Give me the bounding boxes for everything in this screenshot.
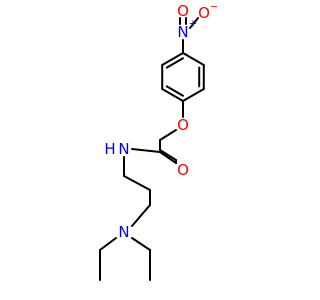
ethyl-left-bond-1 bbox=[99, 237, 117, 251]
carbonyl-oxygen-label: O bbox=[177, 161, 189, 179]
nitro-oxygen-top-label: O bbox=[177, 2, 189, 20]
ring-bond bbox=[182, 88, 205, 102]
chain-to-amine-bond bbox=[131, 204, 151, 227]
carbonyl-to-amide-bond bbox=[131, 148, 161, 153]
ring-double-bond bbox=[165, 57, 184, 69]
ring-bond bbox=[161, 52, 184, 66]
amide-hydrogen-label: H bbox=[104, 140, 115, 158]
methylene-to-carbonyl-bond bbox=[159, 149, 177, 161]
carbonyl-double-a bbox=[159, 151, 177, 164]
nitro-nitrogen-label: N bbox=[177, 23, 188, 41]
nitro-single-bond bbox=[189, 17, 199, 29]
ethyl-right-bond-1 bbox=[131, 237, 151, 251]
amine-nitrogen-label: N bbox=[118, 223, 129, 241]
bonds bbox=[99, 17, 205, 281]
nitro-oxygen-right-label: O bbox=[198, 4, 210, 22]
amide-nitrogen-label: N bbox=[118, 140, 129, 158]
nitro-nitrogen-charge: + bbox=[189, 19, 197, 30]
molecule-structure: N + O O − O O N H N bbox=[99, 2, 218, 281]
ether-to-methylene-bond bbox=[159, 129, 177, 141]
ring-bond bbox=[161, 88, 184, 102]
chain-bond-1 bbox=[123, 175, 151, 191]
nitro-oxygen-right-charge: − bbox=[210, 2, 218, 13]
ring-bond bbox=[182, 52, 205, 66]
ether-oxygen-label: O bbox=[177, 116, 189, 134]
ring-double-bond bbox=[165, 85, 184, 97]
